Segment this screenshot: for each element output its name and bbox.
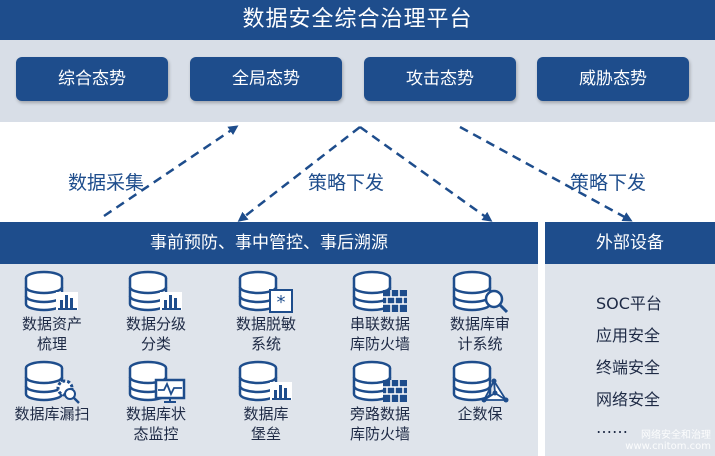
db-item-label: 数据库 (243, 405, 289, 423)
db-item-label: 库防火墙 (349, 425, 410, 443)
database-monitor-icon (128, 360, 186, 403)
db-item-label: 数据脱敏 (235, 315, 296, 333)
external-item: 终端安全 (596, 358, 661, 377)
database-firewall-icon (352, 360, 407, 402)
global-situation-button[interactable]: 全局态势 (190, 57, 342, 101)
external-item: 网络安全 (596, 390, 661, 409)
db-item-label: 态监控 (133, 425, 179, 443)
db-item: 数据分级 分类 (96, 270, 216, 354)
watermark: 网络安全和治理 www.cnitom.com (625, 430, 711, 452)
db-item-label: 系统 (250, 335, 281, 353)
db-item-label: 旁路数据 (349, 405, 410, 423)
db-item: 数据库 堡垒 (206, 360, 326, 444)
db-item: 数据库审 计系统 (420, 270, 540, 354)
external-item: SOC平台 (596, 294, 662, 313)
db-item-label: 数据分级 (125, 315, 186, 333)
db-item-label: 计系统 (457, 335, 503, 353)
external-item: 应用安全 (596, 326, 661, 345)
strategy-label-1: 策略下发 (308, 172, 385, 194)
page-title: 数据安全综合治理平台 (0, 0, 715, 40)
svg-text:*: * (277, 292, 286, 313)
database-gear-search-icon (24, 360, 80, 404)
db-item-label: 数据资产 (21, 315, 82, 333)
external-panel-heading: 外部设备 (545, 222, 715, 264)
db-item: 串联数据 库防火墙 (320, 270, 440, 354)
attack-situation-button[interactable]: 攻击态势 (364, 57, 516, 101)
external-item: …… (596, 418, 628, 437)
db-item-label: 数据库审 (449, 315, 510, 333)
strategy-label-2: 策略下发 (570, 172, 647, 194)
db-item-label: 数据库漏扫 (14, 405, 90, 423)
overview-situation-button[interactable]: 综合态势 (16, 57, 168, 101)
database-firewall-icon (352, 270, 407, 312)
threat-situation-button[interactable]: 威胁态势 (537, 57, 689, 101)
collect-label: 数据采集 (68, 172, 145, 194)
db-item: 数据库状 态监控 (96, 360, 216, 444)
db-item-label: 梳理 (36, 335, 67, 353)
db-item-label: 库防火墙 (349, 335, 410, 353)
watermark-line: www.cnitom.com (625, 441, 711, 452)
db-item-label: 分类 (140, 335, 171, 353)
db-item: 旁路数据 库防火墙 (320, 360, 440, 444)
db-item-label: 堡垒 (250, 425, 281, 443)
db-item-label: 企数保 (457, 405, 503, 423)
database-chart-icon (24, 270, 78, 312)
db-item-label: 数据库状 (125, 405, 186, 423)
db-item: 数据库漏扫 (0, 360, 112, 425)
database-search-icon (452, 270, 509, 314)
database-network-icon (452, 360, 509, 403)
database-chart-icon (128, 270, 182, 312)
db-item: * 数据脱敏 系统 (206, 270, 326, 354)
db-item-label: 串联数据 (349, 315, 410, 333)
main-panel-heading: 事前预防、事中管控、事后溯源 (0, 222, 538, 264)
database-chart-icon (238, 360, 292, 402)
db-item: 数据资产 梳理 (0, 270, 112, 354)
database-asterisk-icon: * (238, 270, 293, 313)
watermark-line: 网络安全和治理 (641, 430, 711, 441)
db-item: 企数保 (420, 360, 540, 425)
